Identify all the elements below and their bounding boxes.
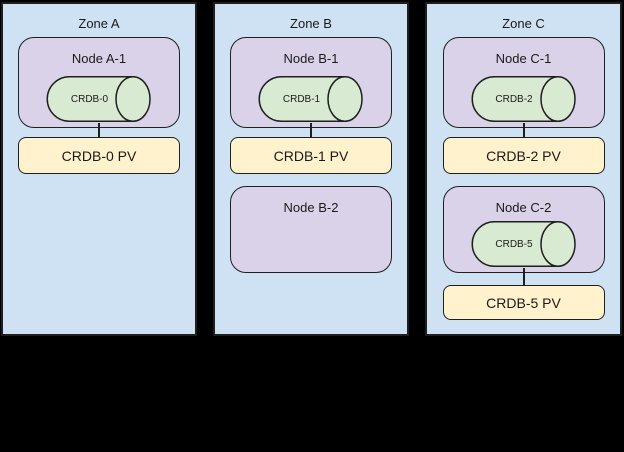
zone-c: Zone C Node C-1 CRDB-2 CRDB-2 PV Node C-…: [425, 2, 622, 336]
node-a1-title: Node A-1: [71, 51, 127, 66]
crdb-5-pod-cylinder-icon: CRDB-5: [471, 221, 576, 267]
zone-c-title: Zone C: [502, 16, 545, 31]
crdb-5-pv-box: CRDB-5 PV: [442, 285, 605, 320]
crdb-0-pv-label: CRDB-0 PV: [61, 147, 137, 164]
node-b2-title: Node B-2: [283, 200, 339, 215]
crdb-2-pod-cylinder-icon: CRDB-2: [471, 76, 576, 122]
crdb-2-pv-box: CRDB-2 PV: [442, 137, 605, 174]
connector-line: [98, 123, 100, 137]
crdb-5-pv-label: CRDB-5 PV: [486, 294, 561, 311]
zone-a-title: Zone A: [78, 16, 120, 31]
zone-b: Zone B Node B-1 CRDB-1 CRDB-1 PV Node B-…: [213, 2, 409, 336]
node-c2-title: Node C-2: [495, 200, 552, 215]
crdb-1-pv-label: CRDB-1 PV: [273, 147, 349, 164]
crdb-0-pv-box: CRDB-0 PV: [18, 137, 180, 174]
connector-line: [522, 123, 525, 137]
crdb-0-pod-cylinder-icon: CRDB-0: [46, 76, 152, 122]
node-c1: Node C-1 CRDB-2: [442, 37, 605, 128]
crdb-1-pod-cylinder-icon: CRDB-1: [258, 76, 364, 122]
crdb-1-pv-box: CRDB-1 PV: [230, 137, 392, 174]
connector-line: [522, 268, 525, 285]
crdb-2-pv-label: CRDB-2 PV: [486, 147, 561, 164]
zone-b-title: Zone B: [290, 16, 332, 31]
node-b1: Node B-1 CRDB-1: [230, 37, 392, 128]
node-a1: Node A-1 CRDB-0: [18, 37, 180, 128]
zone-a: Zone A Node A-1 CRDB-0 CRDB-0 PV: [1, 2, 197, 336]
node-c1-title: Node C-1: [495, 51, 552, 66]
node-c2: Node C-2 CRDB-5: [442, 186, 605, 273]
crdb-0-pod-label: CRDB-0: [70, 93, 109, 105]
crdb-2-pod-label: CRDB-2: [495, 93, 533, 105]
crdb-1-pod-label: CRDB-1: [282, 93, 321, 105]
connector-line: [310, 123, 312, 137]
crdb-5-pod-label: CRDB-5: [495, 238, 533, 250]
node-b2: Node B-2: [230, 186, 392, 273]
node-b1-title: Node B-1: [283, 51, 339, 66]
